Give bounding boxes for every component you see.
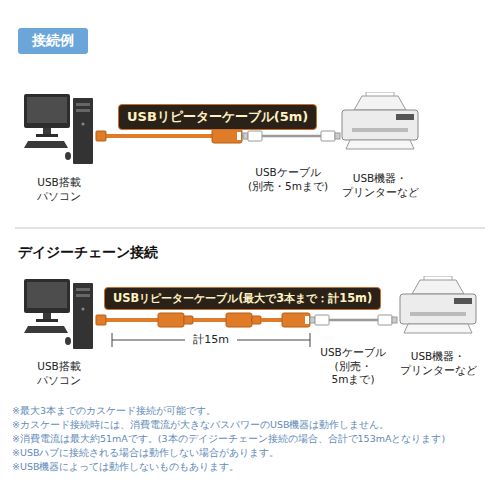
node-text: USB機器・ プリンターなど: [332, 172, 428, 199]
node-text: USB機器・ プリンターなど: [390, 350, 486, 377]
section-heading: デイジーチェーン接続: [18, 244, 158, 262]
node-text: USBリピーターケーブル(5m): [127, 108, 308, 126]
usb-plug: [310, 315, 397, 325]
cable-label-box: USBリピーターケーブル(最大で3本まで：計15m): [104, 287, 381, 310]
pc-node: USB搭載 パソコン: [20, 92, 98, 207]
printer-icon: [342, 92, 418, 149]
node-text: USBリピーターケーブル(最大で3本まで：計15m): [113, 291, 372, 306]
footnote: ※USB機器によっては動作しないものもあります。: [12, 460, 490, 474]
cable-label-box: USBリピーターケーブル(5m): [118, 104, 317, 130]
printer-node: USB機器・ プリンターなど: [332, 86, 428, 203]
footnote: ※カスケード接続時には、消費電流が大きなバスパワーのUSB機器は動作しません。: [12, 418, 490, 432]
pc-icon: [24, 279, 93, 349]
pc-node: USB搭載 パソコン: [20, 276, 98, 391]
node-text: USB搭載 パソコン: [20, 176, 98, 203]
notes-block: ※最大3本までのカスケード接続が可能です。※カスケード接続時には、消費電流が大き…: [12, 404, 490, 474]
footnote: ※USBハブに接続される場合は動作しない場合があります。: [12, 446, 490, 460]
separator: [15, 228, 485, 229]
repeater-cable: [96, 129, 242, 143]
footnote: ※最大3本までのカスケード接続が可能です。: [12, 404, 490, 418]
cable-note: USBケーブル (別売・5mまで): [314, 346, 392, 387]
node-text: 接続例: [32, 32, 74, 50]
usb-plug: [243, 131, 340, 141]
length-bracket: [112, 333, 310, 347]
repeater-cable: [96, 313, 310, 327]
node-text: USB搭載 パソコン: [20, 360, 98, 387]
length-label: 計15m: [185, 333, 237, 347]
printer-icon: [400, 276, 476, 333]
printer-node: USB機器・ プリンターなど: [390, 270, 486, 388]
footnote: ※消費電流は最大約51mAです。(3本のデイジーチェーン接続の場合、合計で153…: [12, 432, 490, 446]
cable-note: USBケーブル (別売・5mまで): [246, 166, 330, 193]
pc-icon: [24, 94, 93, 164]
section-tag: 接続例: [18, 28, 88, 54]
